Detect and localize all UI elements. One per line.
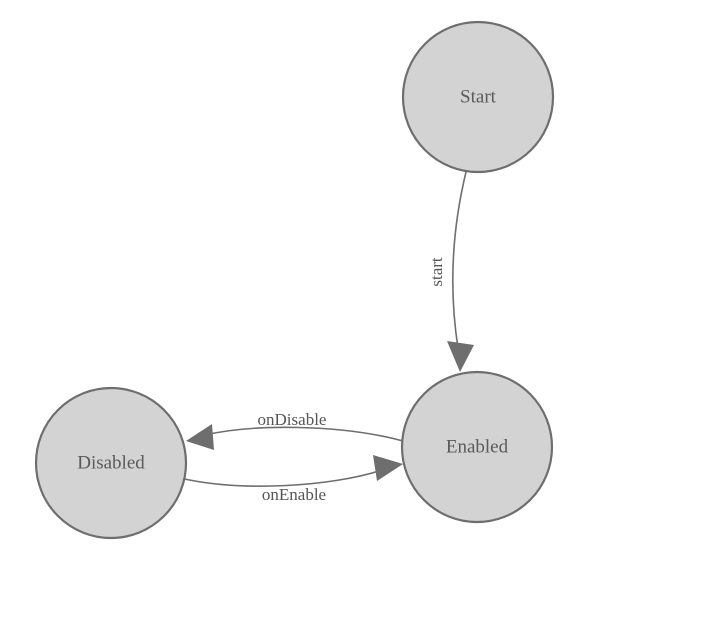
edge-enabled-to-disabled[interactable]: onDisable	[186, 410, 404, 450]
arrowhead-down-icon	[447, 341, 474, 372]
state-node-start-label: Start	[460, 86, 497, 107]
state-node-disabled-circle	[34, 386, 188, 540]
state-node-enabled-circle	[400, 370, 554, 524]
edge-path-enabled-to-disabled	[204, 426, 404, 442]
edge-label-onenable: onEnable	[262, 485, 326, 504]
arrowhead-right-icon	[373, 455, 403, 481]
edge-label-start: start	[427, 257, 446, 287]
edge-disabled-to-enabled[interactable]: onEnable	[179, 455, 403, 504]
edge-label-ondisable: onDisable	[258, 410, 327, 429]
state-node-enabled-label: Enabled	[446, 436, 509, 457]
state-node-disabled-label: Disabled	[77, 452, 145, 473]
edge-path-start-to-enabled	[452, 171, 467, 349]
state-node-enabled[interactable]: Enabled	[400, 370, 554, 524]
state-node-disabled[interactable]: Disabled	[34, 386, 188, 540]
edge-path-disabled-to-enabled	[179, 469, 383, 487]
state-node-start[interactable]: Start	[401, 20, 555, 174]
arrowhead-left-icon	[186, 424, 214, 450]
edge-start-to-enabled[interactable]: start	[427, 171, 474, 372]
state-node-start-circle	[401, 20, 555, 174]
